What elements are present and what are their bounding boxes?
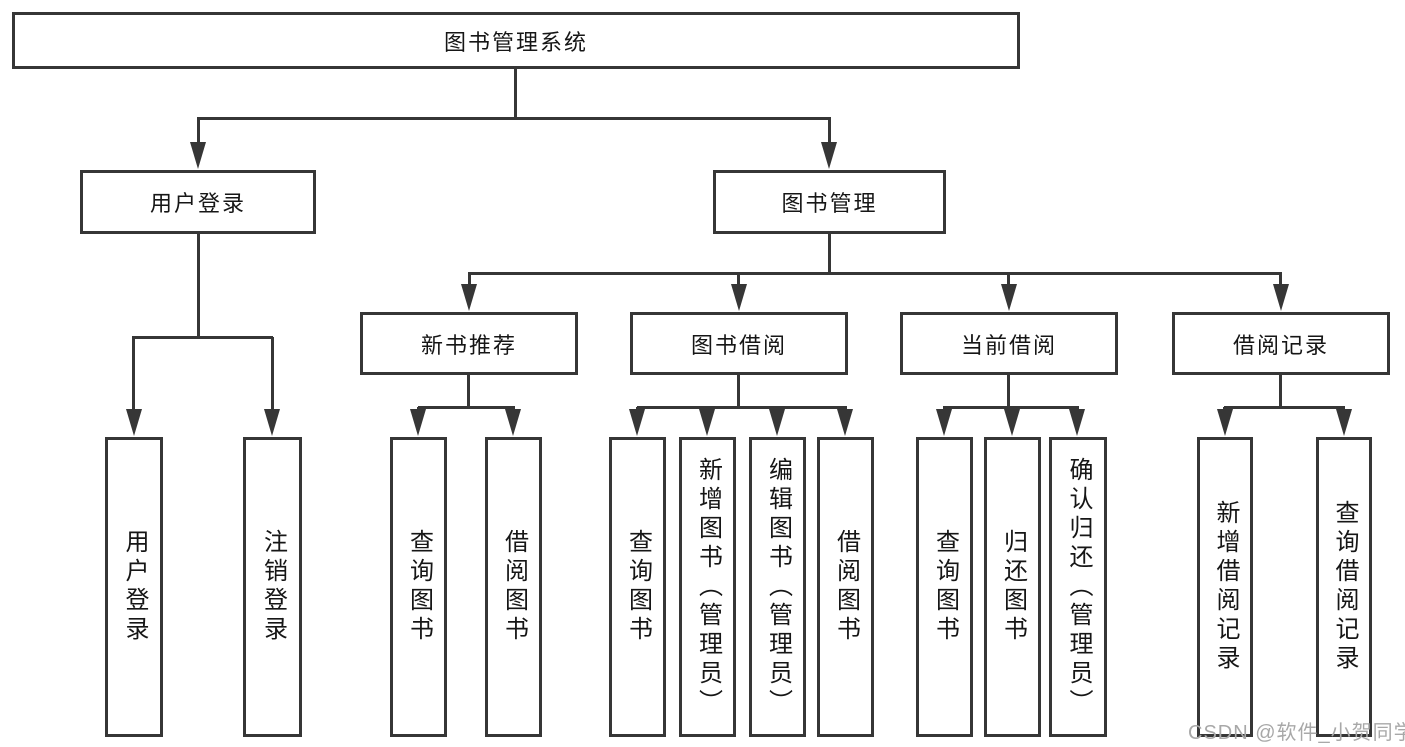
connector-line bbox=[737, 375, 740, 408]
arrowhead-down-icon bbox=[505, 409, 521, 436]
leaf-label: 编辑图书（管理员） bbox=[764, 456, 792, 718]
arrowhead-down-icon bbox=[1069, 409, 1085, 436]
leaf-label: 查询图书 bbox=[405, 529, 433, 645]
connector-line bbox=[637, 406, 847, 409]
arrowhead-down-icon bbox=[126, 409, 142, 436]
arrowhead-down-icon bbox=[629, 409, 645, 436]
arrowhead-down-icon bbox=[731, 284, 747, 311]
connector-line bbox=[1279, 273, 1282, 287]
leaf-label: 查询图书 bbox=[931, 529, 959, 645]
arrowhead-down-icon bbox=[264, 409, 280, 436]
arrowhead-down-icon bbox=[190, 142, 206, 169]
leaf-borrow-books: 借阅图书 bbox=[817, 437, 874, 737]
leaf-query-borrow-record: 查询借阅记录 bbox=[1316, 437, 1372, 737]
arrowhead-down-icon bbox=[1273, 284, 1289, 311]
leaf-return-books: 归还图书 bbox=[984, 437, 1041, 737]
arrowhead-down-icon bbox=[821, 142, 837, 169]
connector-line bbox=[467, 375, 470, 408]
connector-line bbox=[737, 273, 740, 287]
node-user-login: 用户登录 bbox=[80, 170, 316, 234]
arrowhead-down-icon bbox=[936, 409, 952, 436]
connector-line bbox=[271, 337, 274, 412]
leaf-label: 新增图书（管理员） bbox=[694, 456, 722, 718]
node-book-management: 图书管理 bbox=[713, 170, 946, 234]
node-label: 借阅记录 bbox=[1232, 332, 1329, 358]
leaf-edit-books-admin: 编辑图书（管理员） bbox=[749, 437, 806, 737]
leaf-label: 借阅图书 bbox=[832, 529, 860, 645]
node-current-borrow: 当前借阅 bbox=[900, 312, 1118, 375]
node-label: 用户登录 bbox=[149, 191, 246, 216]
connector-line bbox=[514, 69, 517, 118]
connector-line bbox=[1279, 375, 1282, 408]
leaf-confirm-return-admin: 确认归还（管理员） bbox=[1049, 437, 1107, 737]
node-label: 图书管理系统 bbox=[443, 29, 588, 55]
connector-line bbox=[468, 272, 1282, 275]
connector-line bbox=[828, 234, 831, 275]
node-label: 当前借阅 bbox=[960, 332, 1057, 358]
leaf-label: 用户登录 bbox=[121, 529, 148, 645]
arrowhead-down-icon bbox=[699, 409, 715, 436]
leaf-add-books-admin: 新增图书（管理员） bbox=[679, 437, 736, 737]
arrowhead-down-icon bbox=[1217, 409, 1233, 436]
arrowhead-down-icon bbox=[1336, 409, 1352, 436]
node-label: 图书借阅 bbox=[690, 332, 787, 358]
connector-line bbox=[132, 336, 273, 339]
leaf-logout: 注销登录 bbox=[243, 437, 302, 737]
connector-line bbox=[828, 118, 831, 146]
csdn-watermark: CSDN @软件_小贺同学 bbox=[1188, 722, 1405, 744]
connector-line bbox=[132, 337, 135, 412]
leaf-user-login: 用户登录 bbox=[105, 437, 163, 737]
node-library-system-root: 图书管理系统 bbox=[12, 12, 1020, 69]
node-label: 新书推荐 bbox=[420, 332, 517, 358]
connector-line bbox=[1224, 406, 1345, 409]
leaf-query-books-borrow: 查询图书 bbox=[609, 437, 666, 737]
leaf-label: 确认归还（管理员） bbox=[1065, 456, 1092, 718]
connector-line bbox=[1007, 273, 1010, 287]
arrowhead-down-icon bbox=[1001, 284, 1017, 311]
leaf-query-books-recommend: 查询图书 bbox=[390, 437, 447, 737]
leaf-label: 借阅图书 bbox=[500, 529, 528, 645]
connector-line bbox=[197, 117, 831, 120]
arrowhead-down-icon bbox=[461, 284, 477, 311]
connector-line bbox=[197, 118, 200, 146]
leaf-label: 查询借阅记录 bbox=[1331, 500, 1358, 674]
leaf-label: 注销登录 bbox=[259, 529, 287, 645]
leaf-label: 归还图书 bbox=[999, 529, 1027, 645]
arrowhead-down-icon bbox=[1004, 409, 1020, 436]
node-label: 图书管理 bbox=[781, 191, 878, 216]
arrowhead-down-icon bbox=[410, 409, 426, 436]
connector-line bbox=[468, 273, 471, 287]
connector-line bbox=[1007, 375, 1010, 408]
arrowhead-down-icon bbox=[837, 409, 853, 436]
arrowhead-down-icon bbox=[769, 409, 785, 436]
connector-line bbox=[197, 234, 200, 338]
connector-line bbox=[418, 406, 515, 409]
leaf-query-books-current: 查询图书 bbox=[916, 437, 973, 737]
node-borrow-records: 借阅记录 bbox=[1172, 312, 1390, 375]
leaf-add-borrow-record: 新增借阅记录 bbox=[1197, 437, 1253, 737]
node-new-book-recommend: 新书推荐 bbox=[360, 312, 578, 375]
node-book-borrow: 图书借阅 bbox=[630, 312, 848, 375]
leaf-label: 新增借阅记录 bbox=[1212, 500, 1239, 674]
leaf-label: 查询图书 bbox=[624, 529, 652, 645]
leaf-borrow-books-recommend: 借阅图书 bbox=[485, 437, 542, 737]
